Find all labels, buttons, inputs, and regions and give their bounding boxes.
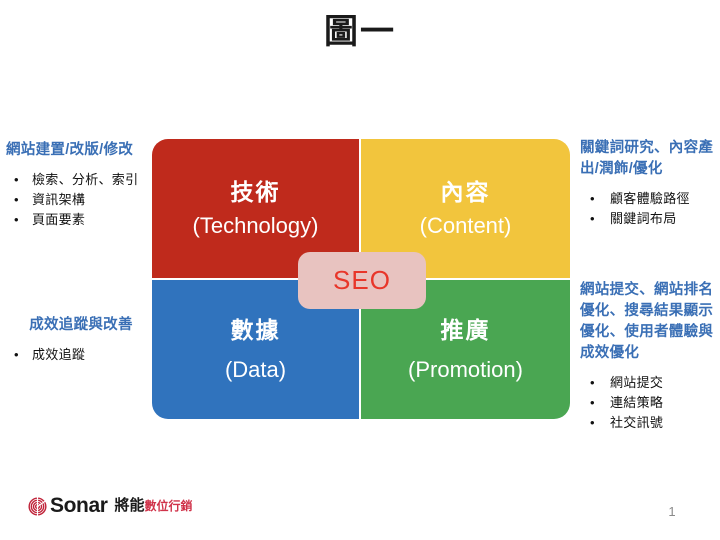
bullet-icon: • [14,172,19,187]
annotation-right-top-heading: 關鍵詞研究、內容產出/潤飾/優化 [580,140,714,177]
quadrant-data-label-cn: 數據 [230,316,281,343]
annotation-left-top-heading: 網站建置/改版/修改 [6,142,134,158]
page-number: 1 [668,504,676,519]
footer-logo: Sonar 將能 數位行銷 [28,495,193,517]
list-item: • 社交訊號 [580,413,720,433]
annotation-left-top: 網站建置/改版/修改 • 檢索、分析、索引 • 資訊架構 • 頁面要素 [6,140,152,230]
sonar-wordmark: Sonar [50,494,108,517]
annotation-left-bottom-heading: 成效追蹤與改善 [29,317,133,333]
list-item-label: 成效追蹤 [32,347,86,362]
quadrant-promotion-label-cn: 推廣 [440,316,491,343]
annotation-right-bottom-heading: 網站提交、網站排名優化、搜尋結果顯示優化、使用者體驗與成效優化 [580,282,714,361]
seo-center-label: SEO [333,265,391,295]
seo-center-badge[interactable]: SEO [298,252,426,309]
seo-quadrant-matrix: 技術 (Technology) 內容 (Content) 數據 (Data) 推… [152,139,570,419]
list-item: • 成效追蹤 [6,345,152,365]
list-item: • 顧客體驗路徑 [580,189,720,209]
slide-title: 圖一 [324,13,396,51]
list-item: • 關鍵詞布局 [580,209,720,229]
list-item-label: 連結策略 [610,395,664,410]
annotation-right-top-list: • 顧客體驗路徑 • 關鍵詞布局 [580,189,720,229]
annotation-left-bottom: 成效追蹤與改善 • 成效追蹤 [6,315,152,365]
bullet-icon: • [590,395,595,410]
bullet-icon: • [590,375,595,390]
annotation-right-top: 關鍵詞研究、內容產出/潤飾/優化 • 顧客體驗路徑 • 關鍵詞布局 [580,138,720,229]
quadrant-technology-label-en: (Technology) [192,212,319,238]
list-item: • 頁面要素 [6,210,152,230]
quadrant-promotion-label-en: (Promotion) [408,356,523,382]
list-item-label: 網站提交 [610,375,664,390]
annotation-right-bottom: 網站提交、網站排名優化、搜尋結果顯示優化、使用者體驗與成效優化 • 網站提交 • 連… [580,280,720,433]
list-item: • 檢索、分析、索引 [6,170,152,190]
sonar-tagline-secondary: 數位行銷 [144,499,193,513]
quadrant-technology-label-cn: 技術 [230,178,281,205]
list-item: • 網站提交 [580,373,720,393]
list-item-label: 資訊架構 [32,192,86,207]
bullet-icon: • [590,415,595,430]
sonar-spiral-icon [28,496,47,516]
quadrant-content-label-cn: 內容 [440,178,491,205]
bullet-icon: • [590,191,595,206]
annotation-left-bottom-list: • 成效追蹤 [6,345,152,365]
list-item: • 連結策略 [580,393,720,413]
list-item-label: 社交訊號 [610,415,664,430]
list-item: • 資訊架構 [6,190,152,210]
list-item-label: 顧客體驗路徑 [610,191,690,206]
bullet-icon: • [14,347,19,362]
bullet-icon: • [14,212,19,227]
sonar-tagline-primary: 將能 [114,497,145,514]
list-item-label: 頁面要素 [32,212,86,227]
quadrant-content-label-en: (Content) [419,212,512,238]
bullet-icon: • [590,211,595,226]
bullet-icon: • [14,192,19,207]
annotation-right-bottom-list: • 網站提交 • 連結策略 • 社交訊號 [580,373,720,433]
annotation-left-top-list: • 檢索、分析、索引 • 資訊架構 • 頁面要素 [6,170,152,230]
list-item-label: 檢索、分析、索引 [32,172,139,187]
list-item-label: 關鍵詞布局 [610,211,677,226]
quadrant-data-label-en: (Data) [224,356,287,382]
